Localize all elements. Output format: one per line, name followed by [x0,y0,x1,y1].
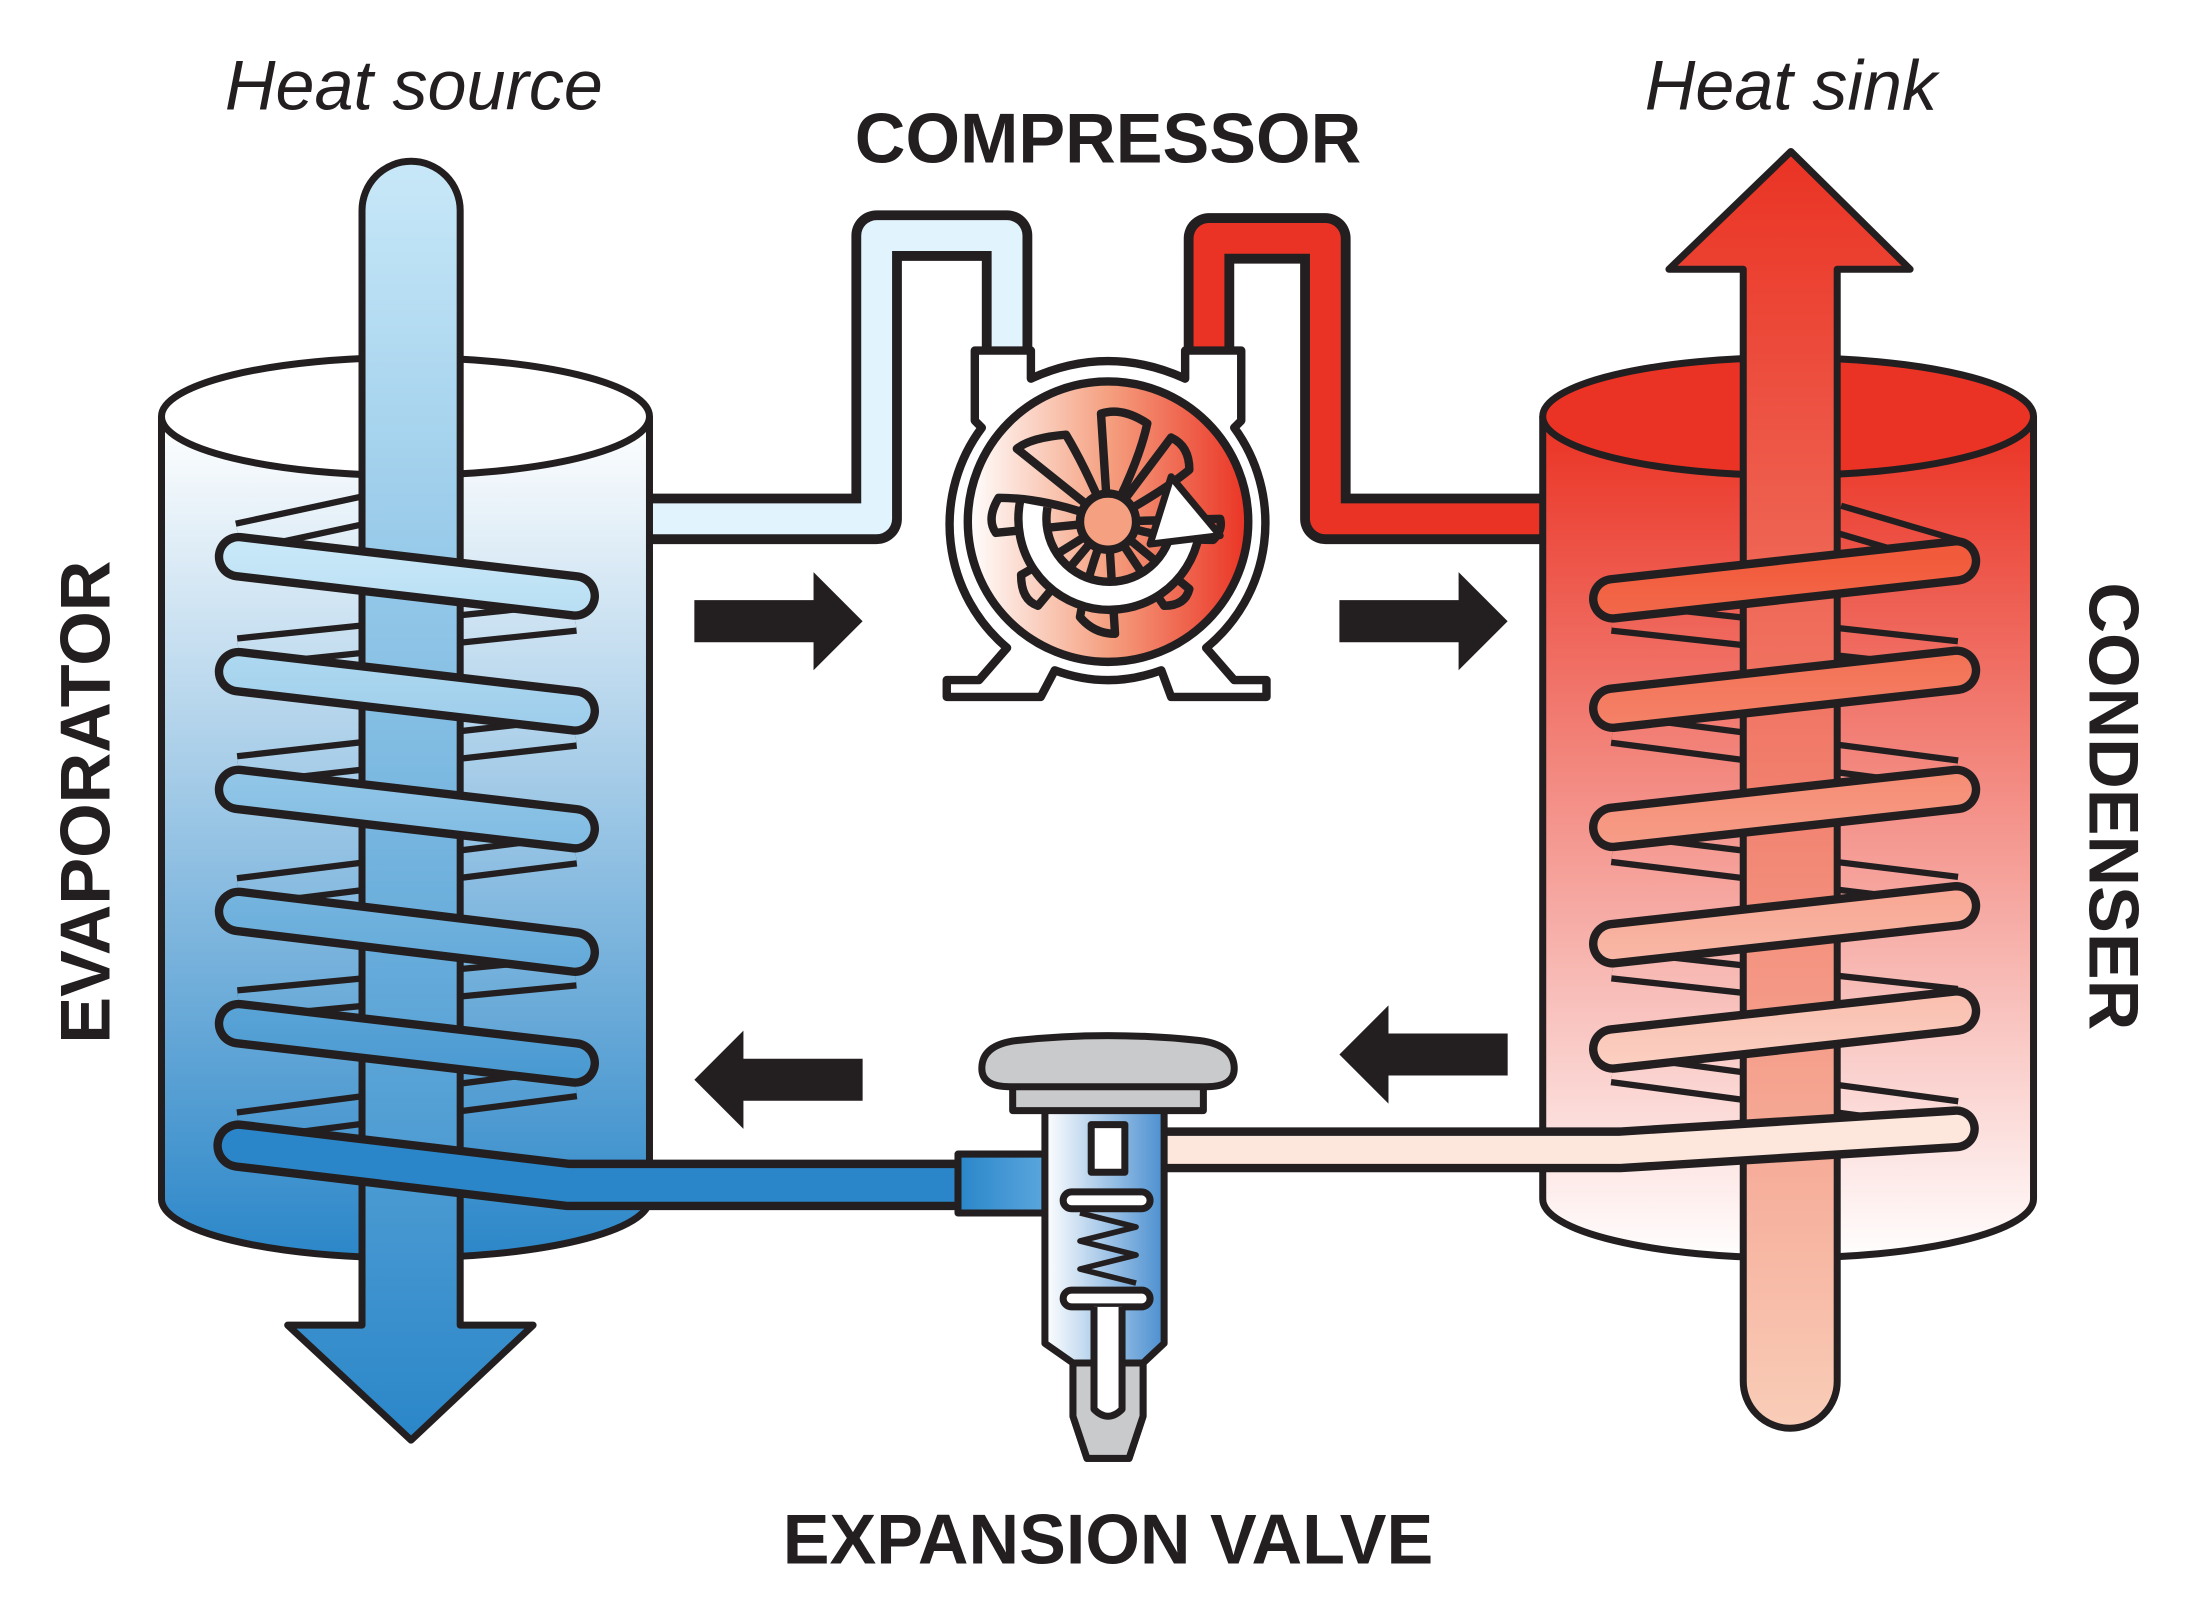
condenser [1085,147,2038,1432]
suction-pipe [420,210,1033,545]
heat-source-label: Heat source [225,46,603,124]
compressor-label: COMPRESSOR [855,100,1361,178]
evaporator-coil-front [213,532,994,1211]
evaporator-label: EVAPORATOR [47,561,125,1044]
discharge-pipe [1183,213,1754,545]
expansion-valve-label: EXPANSION VALVE [783,1501,1434,1579]
compressor-icon [942,346,1271,702]
evaporator [157,157,994,1444]
heat-sink-label: Heat sink [1645,46,1940,124]
flow-arrow-icon [694,572,1508,1129]
expansion-valve-icon [954,1032,1238,1462]
condenser-label: CONDENSER [2075,582,2153,1030]
condenser-coil-front [1085,537,1981,1173]
